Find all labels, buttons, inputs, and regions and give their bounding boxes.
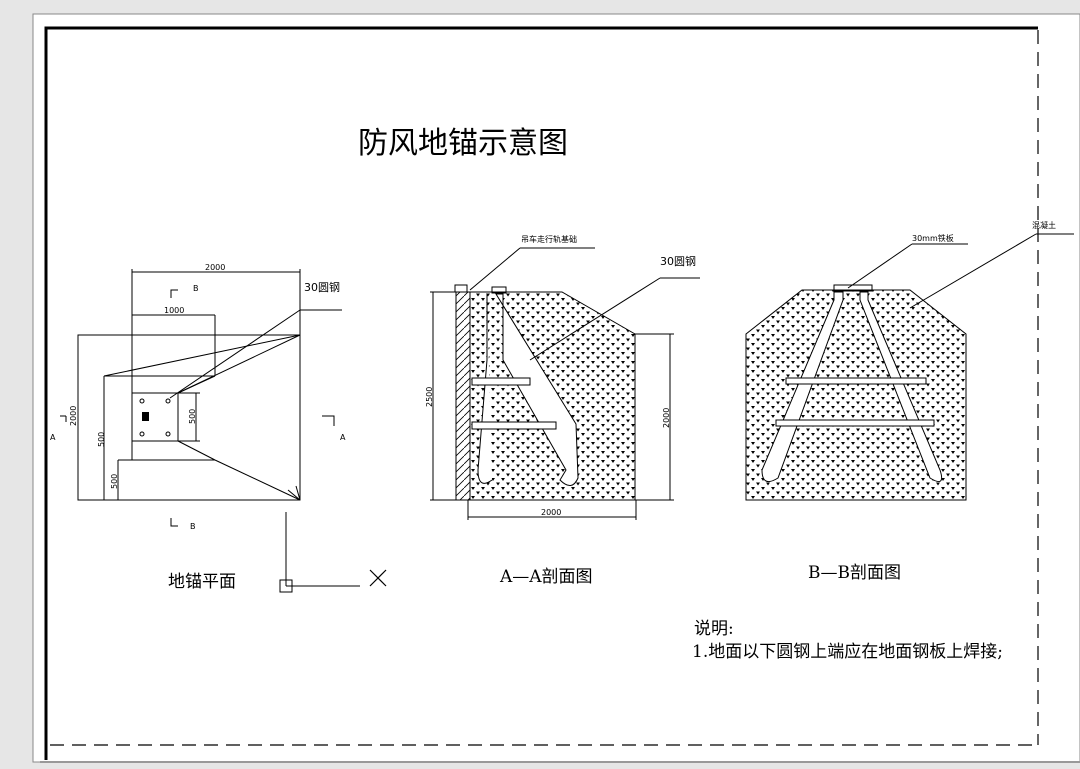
aa-dim-2000-width: 2000	[541, 508, 561, 517]
drawing-border	[44, 26, 1039, 760]
plan-dim-inner-500: 500	[188, 409, 197, 424]
bb-callout-30mm-steel-plate: 30mm铁板	[912, 233, 954, 243]
cursor-cross-icon	[369, 569, 387, 587]
aa-callout-30-round-steel: 30圆钢	[660, 255, 696, 268]
plan-section-a-left: A	[50, 433, 56, 442]
drawing-title: 防风地锚示意图	[358, 126, 568, 161]
plan-caption: 地锚平面	[168, 572, 236, 592]
plan-dim-top: 2000	[205, 263, 225, 272]
aa-dim-2000-height: 2000	[662, 408, 671, 428]
plan-dim-left-500-low: 500	[110, 474, 119, 489]
notes-line-1: 1.地面以下圆钢上端应在地面钢板上焊接;	[692, 642, 1003, 662]
plan-section-b-upper: B	[193, 284, 199, 293]
notes-heading: 说明:	[694, 619, 734, 639]
bb-caption: B—B剖面图	[808, 563, 901, 583]
section-aa-view	[430, 247, 700, 520]
plan-view	[60, 269, 342, 527]
aa-caption: A—A剖面图	[499, 567, 593, 587]
plan-dim-left-500: 500	[97, 432, 106, 447]
plan-section-b-lower: B	[190, 522, 196, 531]
plan-callout-30-round-steel: 30圆钢	[304, 281, 340, 294]
bb-callout-concrete: 混凝土	[1032, 220, 1056, 230]
plan-dim-left-2000: 2000	[69, 406, 78, 426]
plan-section-a-right: A	[340, 433, 346, 442]
section-bb-view	[745, 233, 1074, 501]
aa-callout-crane-rail-base: 吊车走行轨基础	[521, 234, 577, 244]
aa-dim-2500: 2500	[425, 387, 434, 407]
plan-dim-1000: 1000	[164, 306, 184, 315]
ucs-icon	[279, 512, 360, 593]
